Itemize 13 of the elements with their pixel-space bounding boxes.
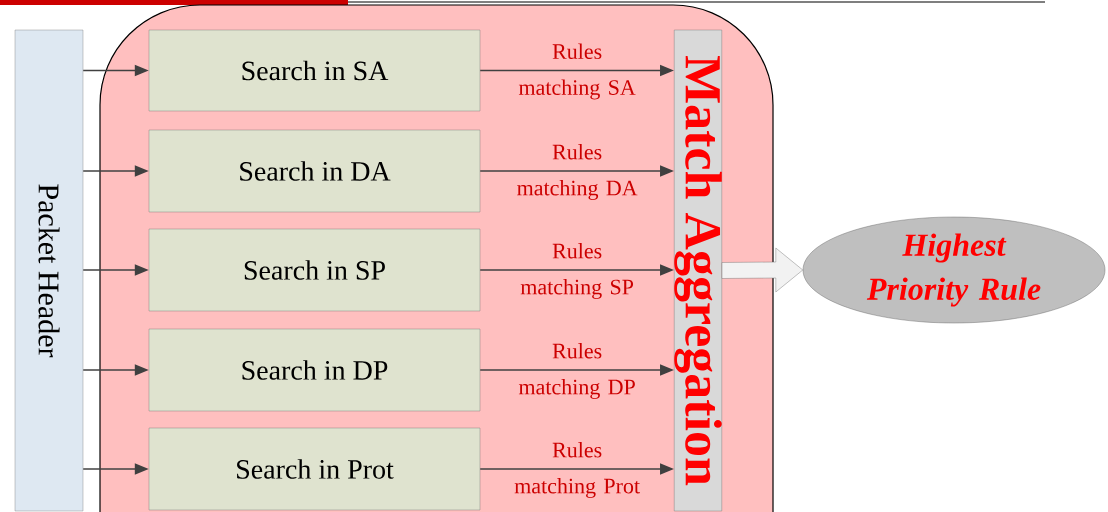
process-box: Search in DA: [148, 129, 481, 213]
edge-label: Rules matching SP: [520, 243, 634, 299]
edge-label: Rules matching DP: [518, 343, 635, 399]
edge-label: Rules matching DA: [517, 144, 638, 200]
process-box: Search in SA: [148, 29, 481, 112]
edge-label: Rules matching Prot: [514, 442, 640, 498]
process-box: Search in SP: [148, 228, 481, 312]
process-box: Search in Prot: [148, 427, 481, 511]
edge-label: Rules matching SA: [518, 43, 636, 100]
block-arrow: [721, 247, 803, 293]
aggregation-bar: Match Aggregation: [674, 29, 722, 512]
header-bar: Packet Header: [14, 29, 84, 512]
process-box: Search in DP: [148, 328, 481, 412]
